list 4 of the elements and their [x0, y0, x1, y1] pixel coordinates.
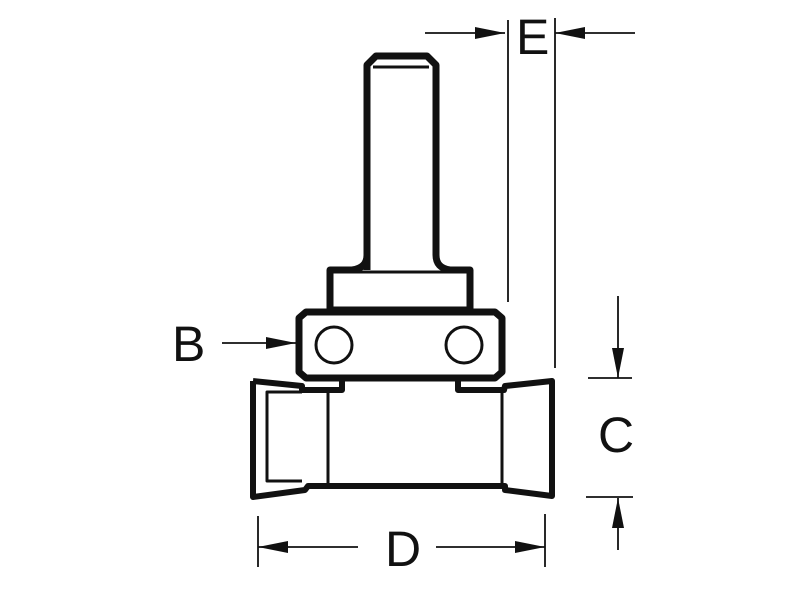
dimension-letter: E	[516, 12, 550, 62]
dimension-letter: D	[385, 524, 422, 574]
dimension-letter: C	[598, 410, 634, 460]
dimension-letter: B	[172, 319, 206, 369]
